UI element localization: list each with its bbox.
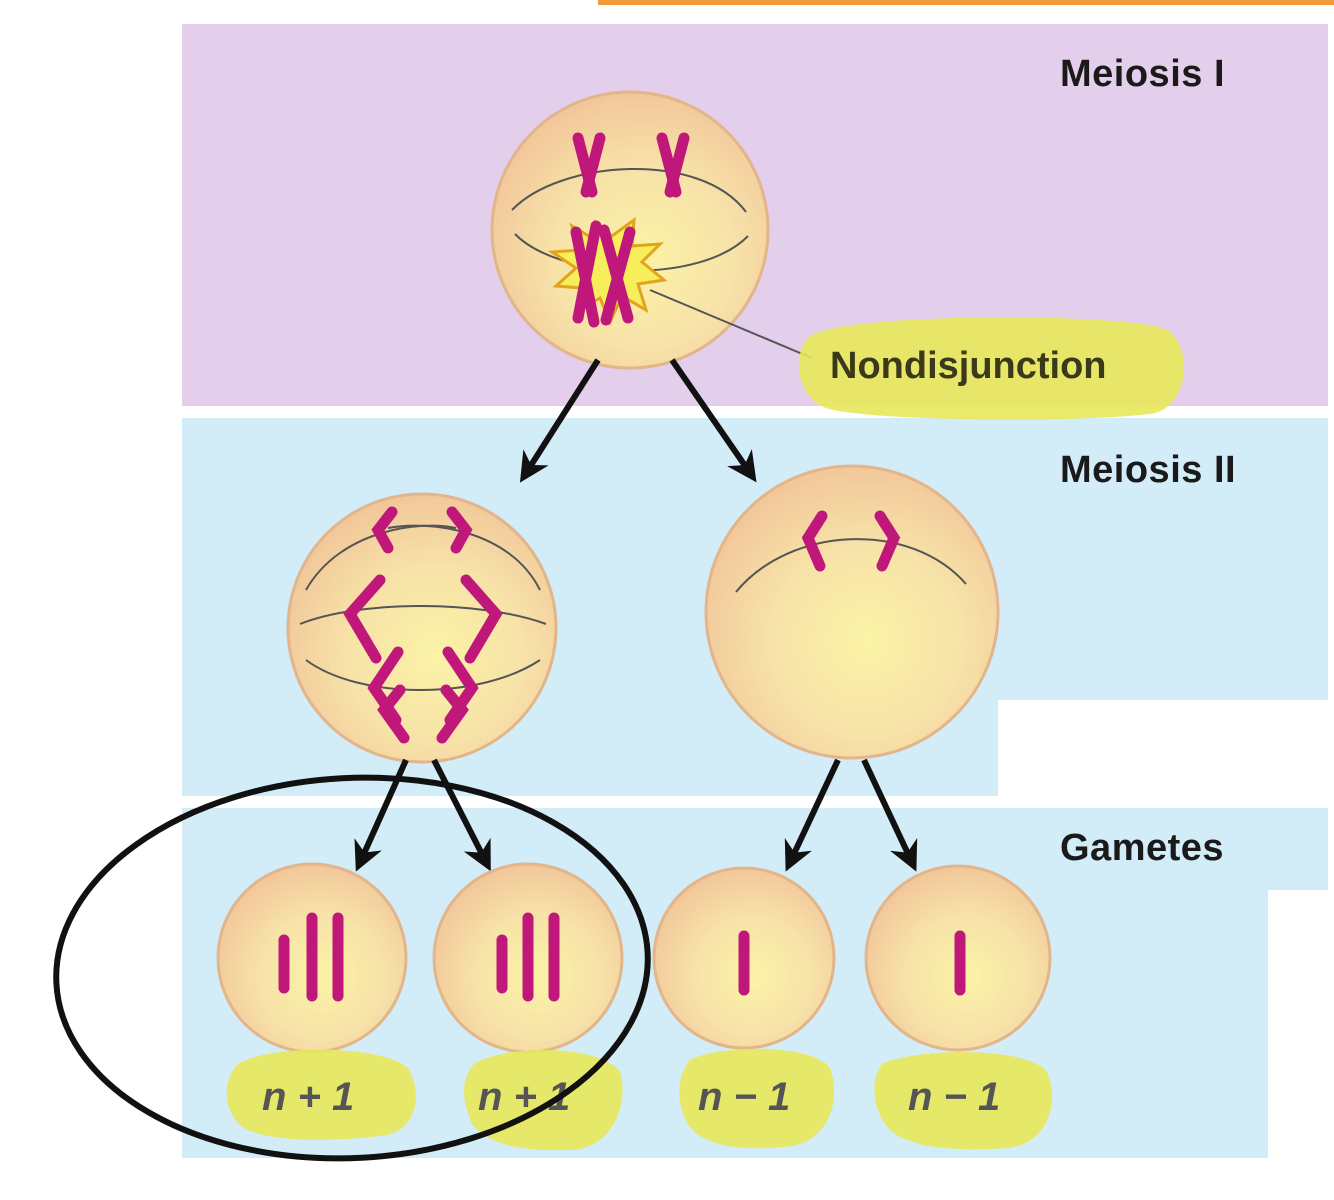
gamete-label-4: n − 1: [908, 1075, 1000, 1119]
chromosomes-left-cell: [343, 506, 503, 744]
gamete-1: [216, 862, 408, 1054]
gamete-label-highlight-3: [679, 1048, 835, 1149]
chromosomes-right-cell: [801, 510, 901, 572]
callout-text: Nondisjunction: [830, 345, 1107, 387]
arrow-m2-left-b: [431, 758, 491, 872]
nondisjunction-callout: Nondisjunction: [649, 289, 1185, 420]
hand-drawn-circle: [53, 774, 651, 1162]
gamete-label-highlight-4: [874, 1051, 1053, 1150]
chromosome-tetrad: [570, 220, 636, 328]
gamete-3: [652, 866, 836, 1050]
meiosis-1-cell: [490, 90, 770, 370]
stage-label-gametes: Gametes: [1060, 827, 1224, 869]
top-accent-bar: [598, 0, 1334, 5]
meiosis-2-left-cell: [286, 492, 558, 764]
arrow-m1-right: [669, 358, 757, 483]
gamete-label-highlight-1: [226, 1049, 416, 1140]
callout-highlight: [798, 317, 1185, 420]
gamete-label-1: n + 1: [262, 1075, 354, 1119]
arrow-m2-right-a: [784, 758, 841, 872]
stage-label-meiosis-2: Meiosis II: [1060, 449, 1236, 491]
gamete-2: [432, 862, 624, 1054]
chromosome-pair-top: [572, 132, 690, 198]
callout-pointer: [649, 289, 813, 359]
meiosis-2-right-cell: [704, 464, 1000, 760]
gamete-label-3: n − 1: [698, 1075, 790, 1119]
arrow-m1-left: [519, 358, 601, 483]
arrow-m2-right-b: [861, 758, 918, 872]
stage-label-meiosis-1: Meiosis I: [1060, 53, 1225, 95]
gamete-4: [864, 864, 1052, 1052]
